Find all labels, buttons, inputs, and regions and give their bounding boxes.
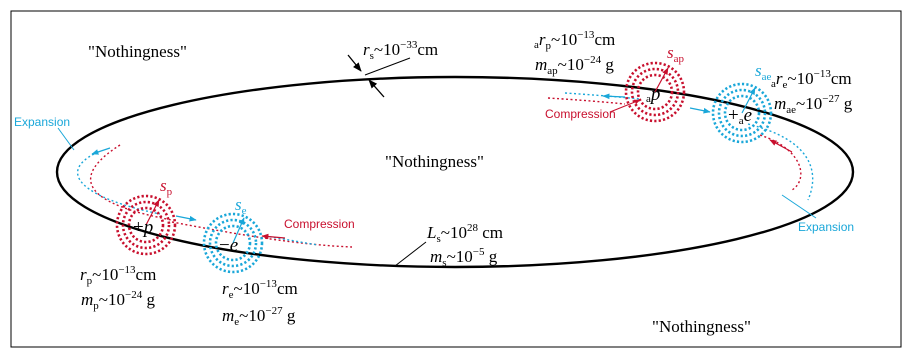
proton-spin-arrow xyxy=(145,199,160,226)
proton-particle xyxy=(115,194,177,256)
length-leader-line xyxy=(394,241,427,267)
flow-line-blue-right xyxy=(747,123,814,201)
flow-line-red-top xyxy=(547,97,626,105)
positron-spin-label: sae xyxy=(755,61,772,83)
antiproton-spin-label: sap xyxy=(667,43,685,65)
positron-radius-label: are~10−13cm xyxy=(771,68,852,91)
nothingness-label-bottom-right: "Nothingness" xyxy=(652,317,751,336)
positron-spin-arrow xyxy=(741,87,756,114)
figure-frame xyxy=(10,10,902,348)
positron-mass-label: mae~10−27 g xyxy=(774,93,853,116)
string-radius-label: rs~10−33cm xyxy=(363,39,438,62)
flow-line-blue-left xyxy=(76,151,161,215)
flow-arrow-red-right xyxy=(769,139,793,153)
electron-radius-label: re~10−13cm xyxy=(222,278,298,301)
nothingness-label-center: "Nothingness" xyxy=(385,152,484,171)
antiproton-spin-arrow xyxy=(654,67,669,93)
positron-particle xyxy=(711,82,773,144)
compression-bottom-label: Compression xyxy=(284,217,355,231)
string-mass-label: ms~10−5 g xyxy=(430,246,498,269)
proton-radius-label: rp~10−13cm xyxy=(80,264,156,287)
string-ring xyxy=(55,75,855,269)
antiproton-particle xyxy=(624,61,686,123)
expansion-right-label: Expansion xyxy=(798,220,854,234)
string-thickness-marker xyxy=(347,54,411,98)
flow-arrow-blue-proton xyxy=(175,215,197,222)
antiproton-mass-label: map~10−24 g xyxy=(535,54,614,77)
flow-line-red-bottom xyxy=(171,221,353,248)
electron-particle xyxy=(202,212,264,274)
antiproton-radius-label: arp~10−13cm xyxy=(534,29,615,52)
flow-line-blue-top xyxy=(564,92,641,100)
flow-arrow-blue-right xyxy=(689,107,711,114)
flow-arrow-blue-left xyxy=(91,147,111,155)
string-length-label: Ls~1028 cm xyxy=(426,222,503,245)
nothingness-label-top-left: "Nothingness" xyxy=(88,42,187,61)
electron-spin-arrow xyxy=(232,217,245,244)
expansion-left-label: Expansion xyxy=(14,115,70,129)
flow-arrows xyxy=(91,93,793,240)
compression-top-label: Compression xyxy=(545,107,616,121)
proton-mass-label: mp~10−24 g xyxy=(81,289,155,312)
expansion-left-leader xyxy=(57,127,75,151)
electron-spin-label: se xyxy=(235,195,247,217)
flow-line-red-left xyxy=(89,144,173,221)
positron-symbol: +ae xyxy=(728,105,752,127)
compression-top-leader xyxy=(609,99,641,113)
flow-line-red-right xyxy=(759,134,802,191)
flow-arrow-red-bottom xyxy=(261,233,286,240)
electron-symbol: −e xyxy=(219,235,238,256)
expansion-right-leader xyxy=(781,194,817,219)
proton-symbol: +p xyxy=(133,217,153,238)
flow-arrow-blue-top xyxy=(602,93,626,100)
proton-spin-label: sp xyxy=(160,176,173,198)
antiproton-symbol: ap xyxy=(646,84,660,105)
electron-mass-label: me~10−27 g xyxy=(222,305,296,328)
